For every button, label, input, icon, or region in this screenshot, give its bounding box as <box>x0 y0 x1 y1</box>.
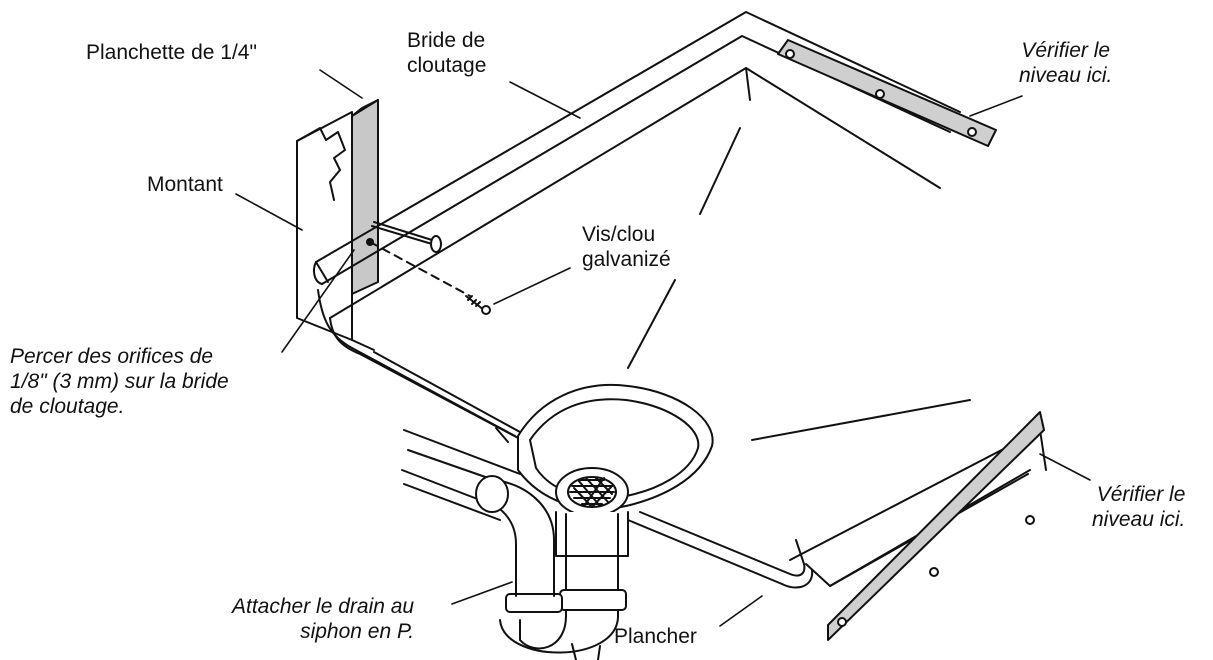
stud-montant <box>296 111 375 351</box>
label-planchette: Planchette de 1/4" <box>86 41 257 64</box>
drill-hole <box>366 238 374 246</box>
galvanized-screw <box>465 295 491 315</box>
label-vis-clou: Vis/clou galvanizé <box>582 223 671 271</box>
drain-strainer <box>555 467 629 517</box>
label-bride-de-cloutage: Bride de cloutage <box>407 29 487 77</box>
label-attacher-drain: Attacher le drain au siphon en P. <box>232 595 415 643</box>
nail-guide-line <box>369 241 471 297</box>
p-trap-pipe <box>401 429 629 660</box>
leader-lines <box>235 69 1091 627</box>
nail <box>371 221 442 253</box>
label-plancher: Plancher <box>614 625 697 648</box>
label-verifier-niveau-top: Vérifier le niveau ici. <box>1019 39 1113 87</box>
level-bottom <box>827 411 1045 641</box>
label-verifier-niveau-bottom: Vérifier le niveau ici. <box>1092 483 1186 531</box>
shower-basin <box>317 67 1047 589</box>
label-percer-orifices: Percer des orifices de 1/8" (3 mm) sur l… <box>10 345 229 418</box>
label-montant: Montant <box>147 173 223 196</box>
level-top <box>777 39 997 147</box>
